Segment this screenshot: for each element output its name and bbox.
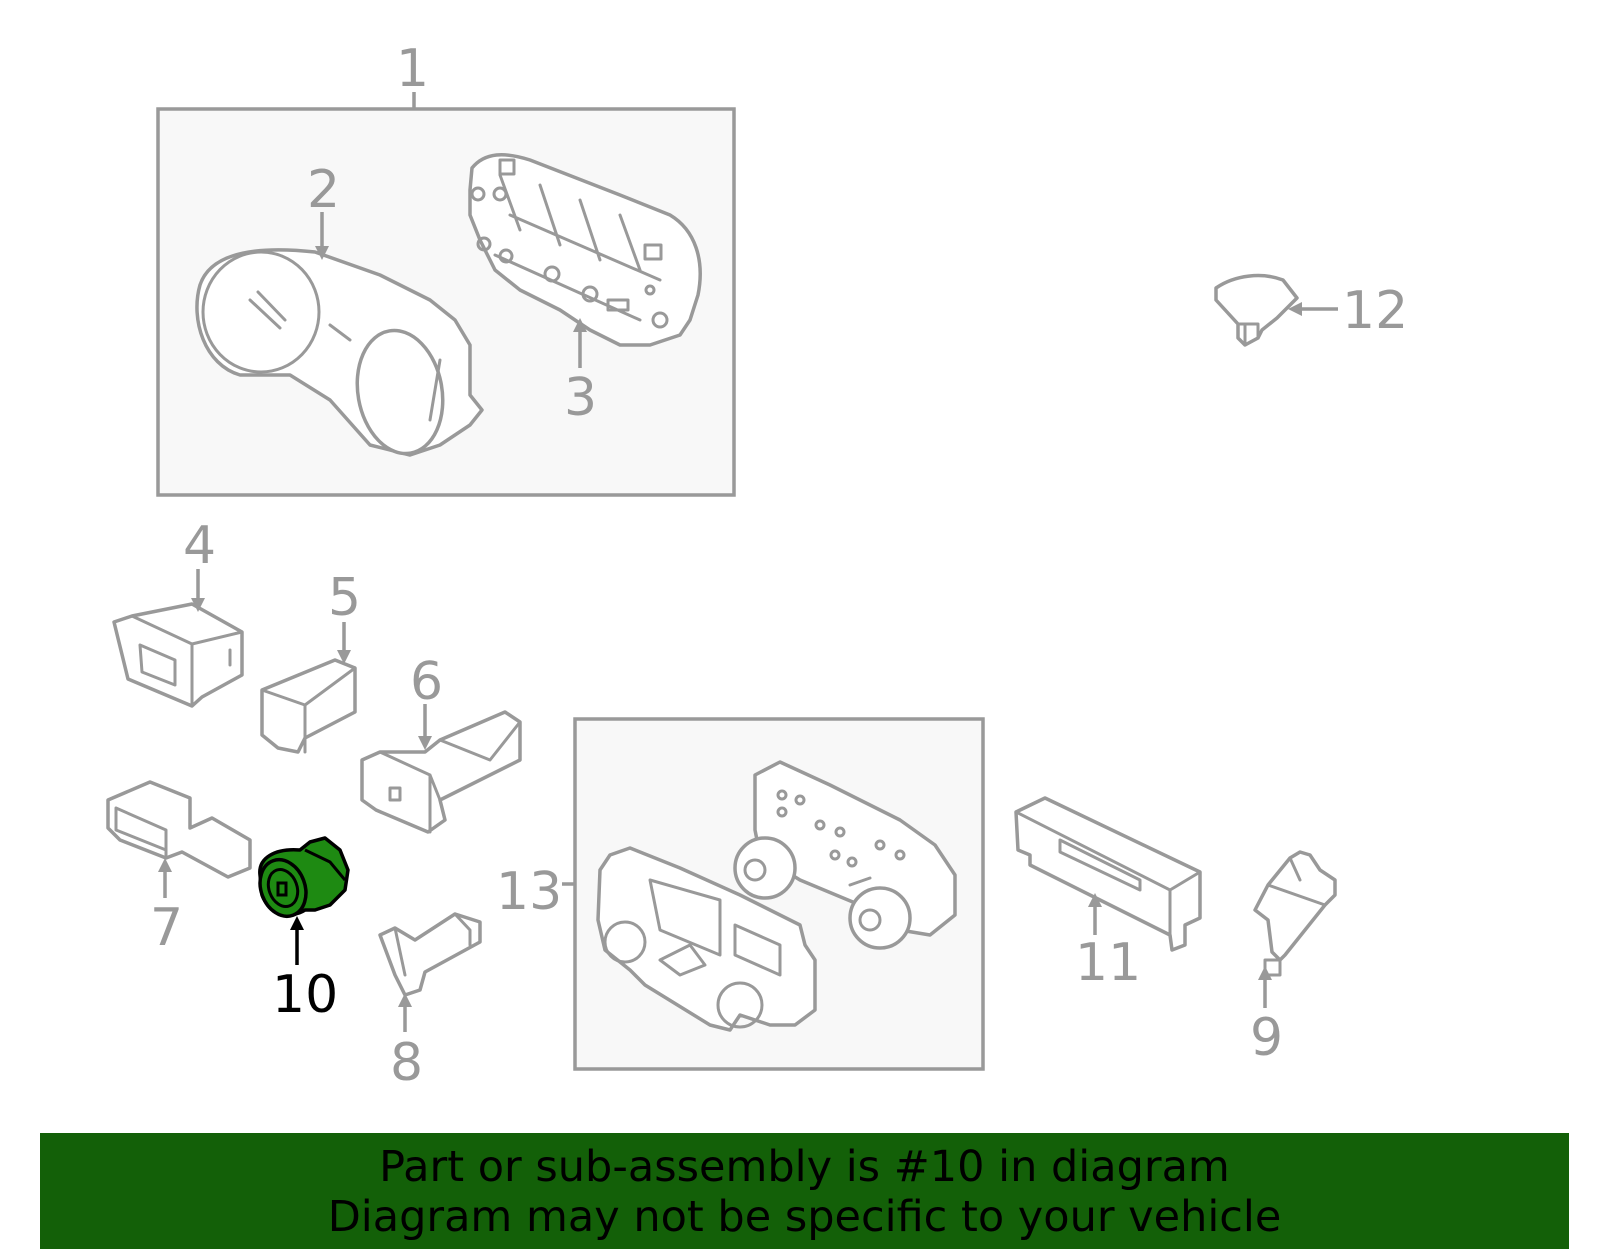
part-13-climate-control-front[interactable]	[596, 846, 817, 1032]
banner-line-1: Part or sub-assembly is #10 in diagram	[379, 1142, 1230, 1192]
callout-5[interactable]: 5	[328, 568, 361, 628]
callout-7[interactable]: 7	[150, 898, 183, 958]
part-8-sensor[interactable]	[378, 912, 482, 997]
callout-12[interactable]: 12	[1342, 281, 1408, 341]
part-2-cluster-housing[interactable]	[195, 248, 484, 460]
info-banner: Part or sub-assembly is #10 in diagram D…	[40, 1133, 1569, 1249]
part-3-cluster-back-panel[interactable]	[468, 153, 702, 347]
part-12-clip[interactable]	[1214, 273, 1299, 347]
part-4-switch[interactable]	[112, 602, 244, 708]
part-7-switch[interactable]	[106, 780, 252, 879]
callout-2[interactable]: 2	[307, 160, 340, 220]
callout-11[interactable]: 11	[1075, 933, 1141, 993]
callout-6[interactable]: 6	[410, 652, 443, 712]
banner-line-2: Diagram may not be specific to your vehi…	[327, 1192, 1282, 1242]
callout-9[interactable]: 9	[1250, 1008, 1283, 1068]
callout-10[interactable]: 10	[272, 965, 338, 1025]
part-6-switch[interactable]	[360, 710, 522, 834]
part-11-bezel[interactable]	[1014, 796, 1202, 952]
part-5-switch[interactable]	[260, 658, 357, 754]
callout-3[interactable]: 3	[564, 368, 597, 428]
callout-4[interactable]: 4	[183, 516, 216, 576]
callout-1[interactable]: 1	[396, 39, 429, 99]
callout-8[interactable]: 8	[390, 1033, 423, 1093]
part-10-start-button[interactable]	[252, 836, 350, 923]
callout-13[interactable]: 13	[496, 862, 562, 922]
part-9-bracket[interactable]	[1253, 850, 1337, 977]
part-13-climate-control-rear[interactable]	[733, 760, 957, 950]
